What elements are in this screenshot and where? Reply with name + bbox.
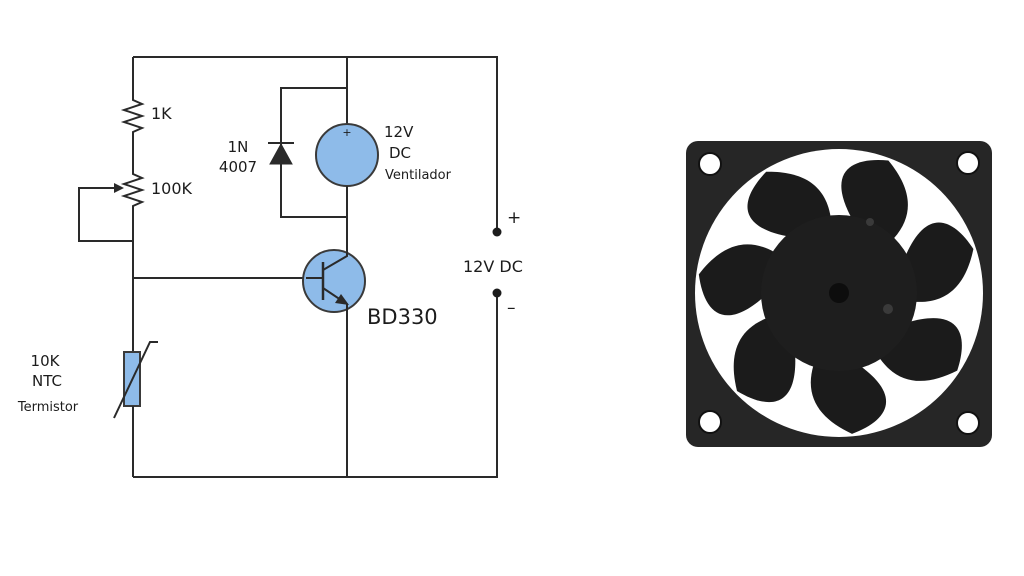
transistor-bd330 [302, 249, 366, 313]
supply-terminal-negative [492, 288, 502, 298]
potentiometer-100k [120, 170, 146, 212]
label-ntc-line1: 10K [31, 352, 61, 370]
label-fan-line1: 12V [384, 123, 414, 141]
label-diode-line2: 4007 [219, 158, 257, 176]
transistor-emitter-arrow [335, 294, 349, 305]
label-transistor: BD330 [367, 305, 438, 329]
label-fan-line2: DC [389, 144, 411, 162]
label-plus: + [507, 208, 521, 228]
ntc-slash [113, 341, 158, 419]
label-1k: 1K [151, 104, 172, 123]
supply-terminal-positive [492, 227, 502, 237]
fan-blade [810, 364, 887, 434]
label-diode-line1: 1N [228, 138, 249, 156]
fan-blade [904, 222, 974, 302]
resistor-1k [120, 96, 146, 136]
label-ntc-line2: NTC [32, 372, 62, 390]
label-supply: 12V DC [463, 257, 523, 276]
wire-top [133, 56, 498, 232]
fan-mount-hole-bl [698, 410, 722, 434]
fan-motor-plus: + [342, 126, 351, 139]
pot-wiper-loop [78, 187, 133, 242]
fan-screw-1 [883, 304, 893, 314]
pot-wiper-arrow [114, 183, 124, 193]
cooling-fan-icon [686, 141, 992, 447]
label-fan-line3: Ventilador [385, 168, 452, 183]
label-ntc-line3: Termistor [17, 400, 79, 415]
fan-mount-hole-br [956, 411, 980, 435]
circuit-diagram: + 1K 100K 1N 4007 12V DC Ventilador + 12… [17, 56, 523, 478]
fan-mount-hole-tl [698, 152, 722, 176]
fan-blade [698, 244, 774, 316]
fan-hub-center [829, 283, 849, 303]
fan-mount-hole-tr [956, 151, 980, 175]
diode-1n4007 [269, 142, 293, 165]
label-100k: 100K [151, 179, 193, 198]
wire-bottom [133, 293, 498, 478]
transistor-collector-lead [322, 252, 348, 271]
fan-screw-2 [866, 218, 874, 226]
label-minus: – [507, 298, 516, 318]
